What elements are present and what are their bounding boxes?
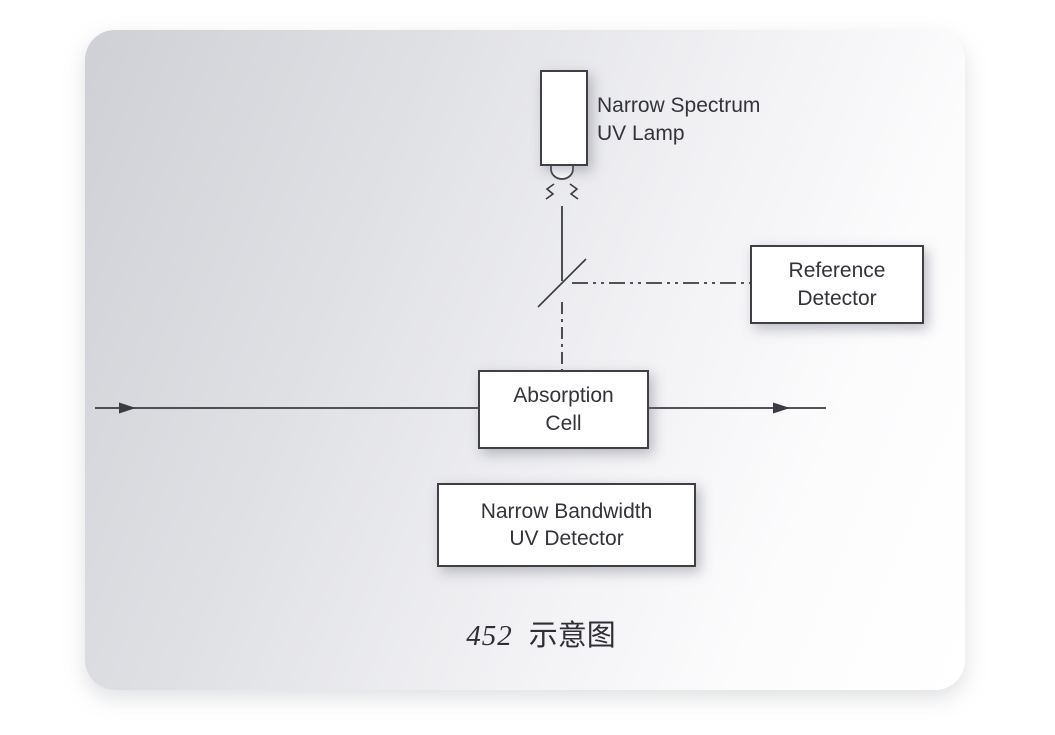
absorption-cell-label-line2: Cell <box>545 411 582 435</box>
uv-lamp-label: Narrow Spectrum UV Lamp <box>597 92 760 149</box>
lamp-glow-right-icon <box>569 183 579 200</box>
uv-detector-label-line2: UV Detector <box>509 527 624 550</box>
diagram-panel: Narrow Spectrum UV Lamp Reference Detect… <box>85 30 965 690</box>
reference-detector-label-line2: Detector <box>797 286 877 310</box>
uv-lamp-label-line1: Narrow Spectrum <box>597 94 761 117</box>
uv-lamp-label-line2: UV Lamp <box>597 122 685 146</box>
flow-arrow-right-icon <box>773 402 790 414</box>
uv-detector-label-line1: Narrow Bandwidth <box>480 499 653 523</box>
uv-detector-box: Narrow Bandwidth UV Detector <box>437 483 696 567</box>
lamp-glow-left-icon <box>545 183 555 200</box>
reference-detector-label-line1: Reference <box>788 259 886 283</box>
absorption-cell-label-line1: Absorption <box>513 384 614 408</box>
figure-caption: 452 示意图 <box>101 612 981 654</box>
absorption-cell-box: Absorption Cell <box>478 370 649 449</box>
uv-lamp-bulb <box>550 161 574 180</box>
figure-caption-number: 452 <box>466 620 513 652</box>
uv-lamp-body <box>540 70 588 166</box>
diagram-lines <box>95 161 826 414</box>
flow-arrow-left-icon <box>119 402 136 414</box>
beam-splitter <box>537 258 587 308</box>
reference-detector-box: Reference Detector <box>750 245 924 324</box>
figure-caption-text: 示意图 <box>528 620 616 652</box>
